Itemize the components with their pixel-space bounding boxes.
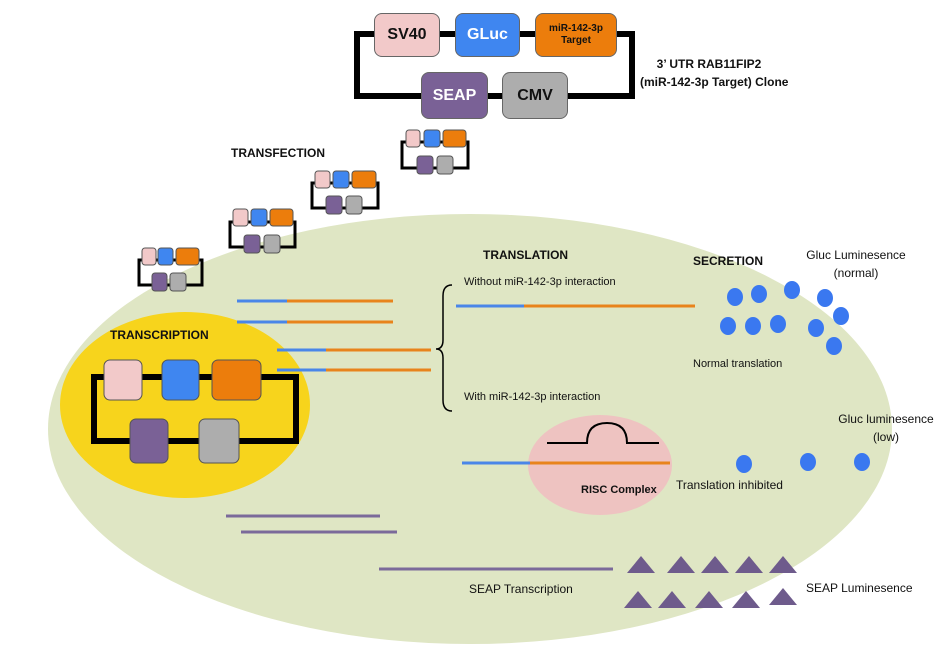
cmv-box: CMV (502, 72, 568, 119)
clone-title: 3’ UTR RAB11FIP2 (miR-142-3p Target) Clo… (640, 55, 789, 91)
seap-box: SEAP (421, 72, 488, 119)
sv40-label: SV40 (387, 26, 427, 43)
risc-complex-label: RISC Complex (581, 484, 657, 496)
nucleus-sv40-box (103, 359, 143, 401)
gluc-dots-low (736, 453, 870, 473)
target-box: miR-142-3p Target (535, 13, 617, 57)
nucleus (60, 312, 310, 498)
seap-triangles (624, 556, 797, 608)
translation-inhibited-label: Translation inhibited (676, 478, 783, 492)
nucleus-gluc-box (161, 359, 200, 401)
gluc-normal-line2: (normal) (833, 266, 879, 280)
gluc-low-label: Gluc luminesence (low) (830, 410, 942, 446)
risc-complex-shape (528, 415, 672, 515)
gluc-box: GLuc (455, 13, 520, 57)
translation-brace (435, 284, 453, 412)
sv40-box: SV40 (374, 13, 440, 57)
transcription-label: TRANSCRIPTION (110, 328, 209, 342)
gluc-normal-label: Gluc Luminesence (normal) (796, 246, 916, 282)
nucleus-cmv-box (198, 418, 240, 464)
target-label-line1: miR-142-3p (549, 23, 603, 34)
clone-title-line1: 3’ UTR RAB11FIP2 (656, 57, 762, 71)
cmv-label: CMV (517, 86, 553, 104)
secretion-label: SECRETION (693, 254, 764, 268)
nucleus-target-box (211, 359, 262, 401)
nucleus-seap-box (129, 418, 169, 464)
translation-label: TRANSLATION (483, 248, 569, 262)
transfection-plasmid-3 (310, 170, 380, 215)
transfection-plasmid-1 (137, 247, 204, 292)
transfection-plasmid-2 (228, 208, 297, 254)
target-label-line2: Target (561, 35, 591, 46)
seap-transcription-label: SEAP Transcription (469, 582, 573, 596)
gluc-low-line2: (low) (873, 430, 899, 444)
seap-label: SEAP (432, 86, 477, 104)
gluc-label: GLuc (467, 26, 508, 43)
mirna-strand (547, 421, 659, 444)
seap-luminesence-label: SEAP Luminesence (806, 581, 913, 595)
transfection-label: TRANSFECTION (231, 146, 325, 160)
without-interaction-label: Without miR-142-3p interaction (464, 276, 616, 288)
clone-title-line2: (miR-142-3p Target) Clone (640, 75, 789, 89)
gluc-normal-line1: Gluc Luminesence (806, 248, 906, 262)
gluc-low-line1: Gluc luminesence (838, 412, 934, 426)
gluc-dots-normal (720, 281, 849, 355)
normal-translation-label: Normal translation (693, 358, 783, 370)
transfection-plasmid-4 (400, 129, 470, 175)
with-interaction-label: With miR-142-3p interaction (464, 391, 601, 403)
seap-mrnas (226, 514, 613, 571)
transcribed-mrnas (237, 299, 431, 372)
